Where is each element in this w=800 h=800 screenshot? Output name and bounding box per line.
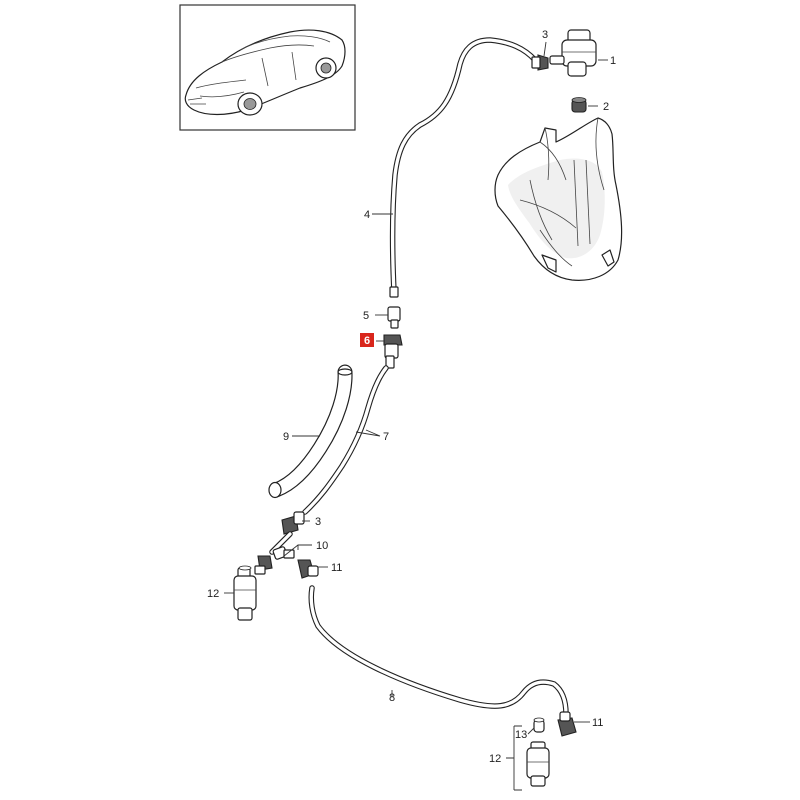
grommet-2 [571,97,587,113]
check-valve-6 [383,334,403,369]
callout-3-top: 3 [542,29,548,41]
hose-9 [268,364,353,499]
washer-reservoir [494,117,623,281]
callout-2: 2 [603,101,609,113]
hose-7 [302,365,389,515]
hose-4 [389,37,538,298]
callout-10: 10 [316,540,328,552]
vehicle-thumbnail [179,4,356,131]
callout-13: 13 [515,729,527,741]
callout-5: 5 [363,310,369,322]
callout-11-upper: 11 [331,562,342,574]
hose-8 [308,585,569,717]
connector-5 [387,306,401,329]
callout-7: 7 [383,431,389,443]
cap-13 [533,717,545,733]
callout-11-lower: 11 [592,717,603,729]
nozzle-12-lower [526,741,550,787]
connector-3-top [531,54,549,71]
pump-1 [549,29,597,77]
callout-4: 4 [364,209,370,221]
car-thumbnail-icon [184,29,346,116]
callout-6-highlight [360,333,374,347]
elbow-connector-left [254,555,273,575]
connector-3-lower [281,511,305,535]
callout-12-lower: 12 [489,753,501,765]
callouts: 1 2 3 4 5 6 7 9 3 10 11 12 8 11 12 13 [207,29,616,765]
callout-9: 9 [283,431,289,443]
callout-3-lower: 3 [315,516,321,528]
callout-1: 1 [610,55,616,67]
callout-6: 6 [364,335,370,347]
leader-lines [224,41,608,791]
elbow-connector-11-lower [557,711,577,737]
callout-8: 8 [389,692,395,704]
nozzle-12-upper [233,565,257,621]
t-piece-10 [269,531,295,560]
elbow-connector-11-upper [297,559,319,579]
callout-12-upper: 12 [207,588,219,600]
